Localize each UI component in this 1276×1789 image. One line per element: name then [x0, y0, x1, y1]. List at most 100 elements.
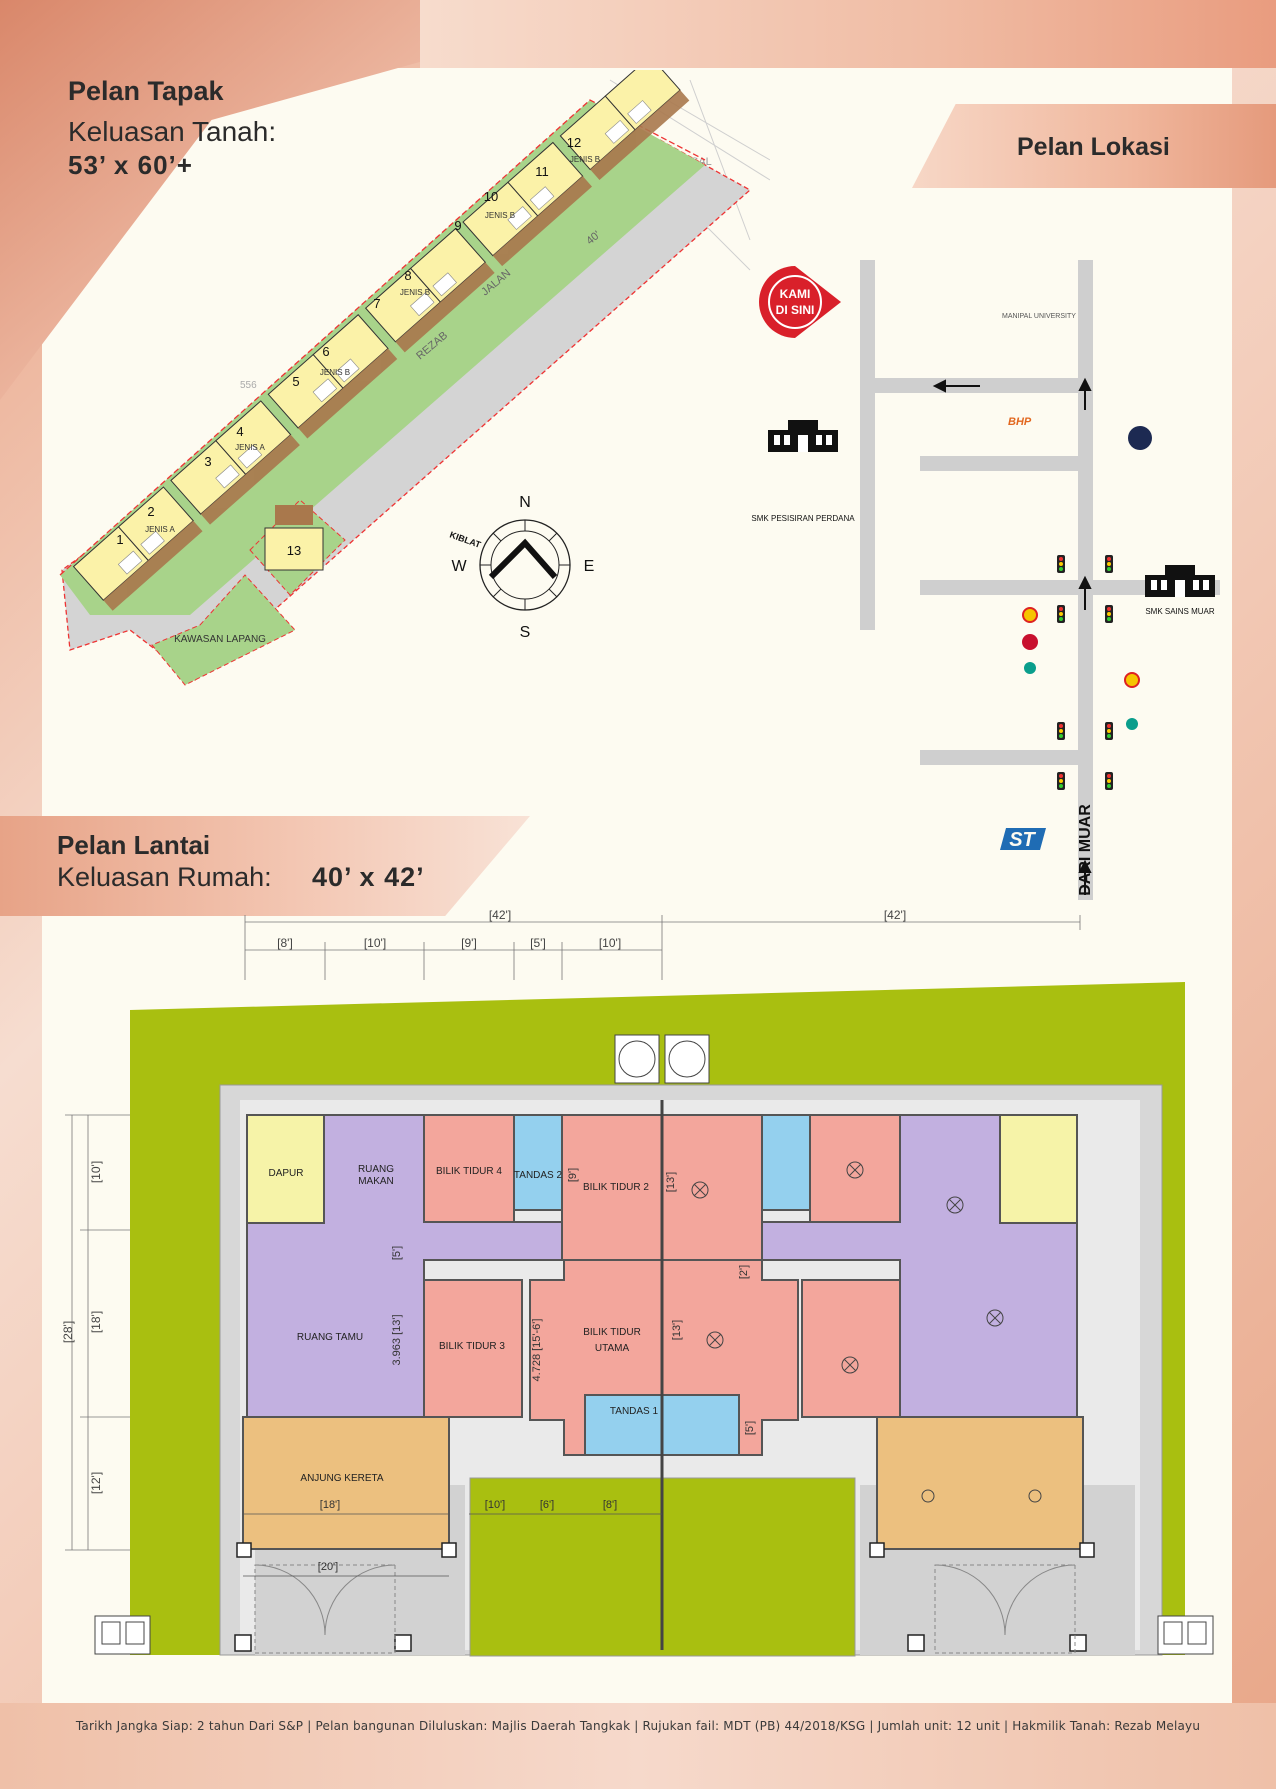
type-label-b2: JENIS B [400, 288, 430, 297]
direction-label: DARI MUAR [1077, 804, 1094, 896]
label-tandas-2: TANDAS 2 [514, 1170, 563, 1181]
university-label: MANIPAL UNIVERSITY [1002, 313, 1076, 320]
location-map: KAMI DI SINI SMK PESISIRAN PERDANA SMK S… [751, 260, 1220, 900]
unit-12: 12 [567, 135, 581, 150]
site-plan-drawing: LOT ASAL 557 556 [59, 70, 770, 686]
type-label-a1: JENIS A [145, 525, 175, 534]
dim-top-6: [5'] [530, 936, 546, 950]
dim-left-1: [10'] [89, 1161, 103, 1183]
traffic-lights [1057, 555, 1113, 790]
unit-5: 5 [292, 374, 299, 389]
unit-6: 6 [322, 344, 329, 359]
floor-area-label: Keluasan Rumah: [57, 862, 272, 892]
floor-plan-banner [0, 816, 530, 916]
dim-left-4: [12'] [89, 1472, 103, 1494]
shell-icon [1022, 607, 1038, 623]
school-2-label: SMK SAINS MUAR [1145, 607, 1215, 616]
room-bilik-4 [423, 1114, 515, 1223]
ac-units [614, 1034, 710, 1084]
dim-top-1: [42'] [489, 908, 511, 922]
meter-boxes [94, 1615, 1214, 1655]
dim-9: [9'] [567, 1168, 579, 1182]
site-plan-heading: Pelan Tapak [68, 76, 224, 106]
columns [234, 1542, 1095, 1652]
floor-plan-drawing: [42'] [42'] [8'] [10'] [9'] [5'] [10'] [… [61, 908, 1214, 1657]
dim-left-3: [18'] [89, 1311, 103, 1333]
dim-left-2: [28'] [61, 1321, 75, 1343]
dim-3963: 3.963 [13'] [391, 1314, 403, 1365]
floor-area-value: 40’ x 42’ [312, 862, 425, 892]
dim-5: [5'] [391, 1246, 403, 1260]
location-heading: Pelan Lokasi [1017, 133, 1170, 161]
unit-7: 7 [373, 296, 380, 311]
room-anjung [242, 1416, 450, 1550]
label-dapur: DAPUR [268, 1168, 303, 1179]
site-area-label: Keluasan Tanah: [68, 116, 277, 147]
marker-line-2: DI SINI [776, 303, 815, 317]
compass-s: S [520, 624, 531, 641]
footer-info: Tarikh Jangka Siap: 2 tahun Dari S&P | P… [75, 1719, 1201, 1733]
st-logo-icon: ST [1000, 828, 1046, 851]
dim-top-7: [10'] [599, 936, 621, 950]
marker-line-1: KAMI [780, 287, 811, 301]
dim-top-4: [10'] [364, 936, 386, 950]
label-bilik-3: BILIK TIDUR 3 [439, 1341, 505, 1352]
room-tandas-2 [513, 1114, 563, 1211]
petronas-icon [1126, 718, 1138, 730]
unit-10: 10 [484, 189, 498, 204]
room-bilik-3 [423, 1279, 523, 1418]
petronas-icon [1024, 662, 1036, 674]
dim-10: [10'] [485, 1499, 505, 1511]
label-anjung: ANJUNG KERETA [300, 1473, 383, 1484]
label-bilik-utama-1: BILIK TIDUR [583, 1327, 641, 1338]
room-dapur [246, 1114, 325, 1224]
dim-2: [2'] [738, 1265, 750, 1279]
dim-4728: 4.728 [15'-6'] [531, 1319, 543, 1382]
label-bilik-4: BILIK TIDUR 4 [436, 1166, 502, 1177]
dim-6: [6'] [540, 1499, 554, 1511]
open-space-label: KAWASAN LAPANG [174, 634, 266, 645]
shell-icon [1124, 672, 1140, 688]
unit-9: 9 [454, 218, 461, 233]
dim-18: [18'] [320, 1499, 340, 1511]
type-label-b3: JENIS B [485, 211, 515, 220]
unit-4: 4 [236, 424, 243, 439]
unit-13: 13 [287, 543, 301, 558]
footer-band [0, 1703, 1276, 1789]
kfc-icon [1022, 634, 1038, 650]
decorative-swoosh-top [420, 0, 1276, 68]
dim-13a: [13'] [665, 1172, 677, 1192]
label-ruang-makan-1: RUANG [358, 1164, 394, 1175]
type-label-b1: JENIS B [320, 368, 350, 377]
compass-w: W [451, 558, 467, 575]
neighbour-lot: 556 [240, 380, 257, 391]
school-icon [1145, 565, 1215, 597]
dim-top-3: [8'] [277, 936, 293, 950]
label-bilik-utama-2: UTAMA [595, 1343, 630, 1354]
dim-13b: [13'] [671, 1320, 683, 1340]
compass-kiblat: KIBLAT [448, 529, 482, 550]
location-banner [912, 104, 1276, 188]
light-fixtures [691, 1161, 1042, 1503]
school-icon [768, 420, 838, 452]
type-label-a2: JENIS A [235, 443, 265, 452]
unit-3: 3 [204, 454, 211, 469]
type-label-b4: JENIS B [570, 155, 600, 164]
unit-1: 1 [116, 532, 123, 547]
proton-logo-icon [1128, 426, 1152, 450]
unit-11: 11 [535, 164, 549, 179]
you-are-here-marker: KAMI DI SINI [759, 266, 841, 338]
site-area-value: 53’ x 60’+ [68, 150, 193, 180]
dim-5b: [5'] [744, 1421, 756, 1435]
bhp-logo: BHP [1008, 416, 1032, 428]
compass-n: N [519, 494, 531, 511]
dim-8: [8'] [603, 1499, 617, 1511]
open-space [151, 574, 296, 686]
dim-20: [20'] [318, 1561, 338, 1573]
unit-8: 8 [404, 268, 411, 283]
dim-top-2: [42'] [884, 908, 906, 922]
floor-plan-heading: Pelan Lantai [57, 830, 211, 860]
compass: N S E W KIBLAT [448, 494, 594, 641]
label-ruang-tamu: RUANG TAMU [297, 1332, 363, 1343]
lots-group [72, 70, 690, 611]
